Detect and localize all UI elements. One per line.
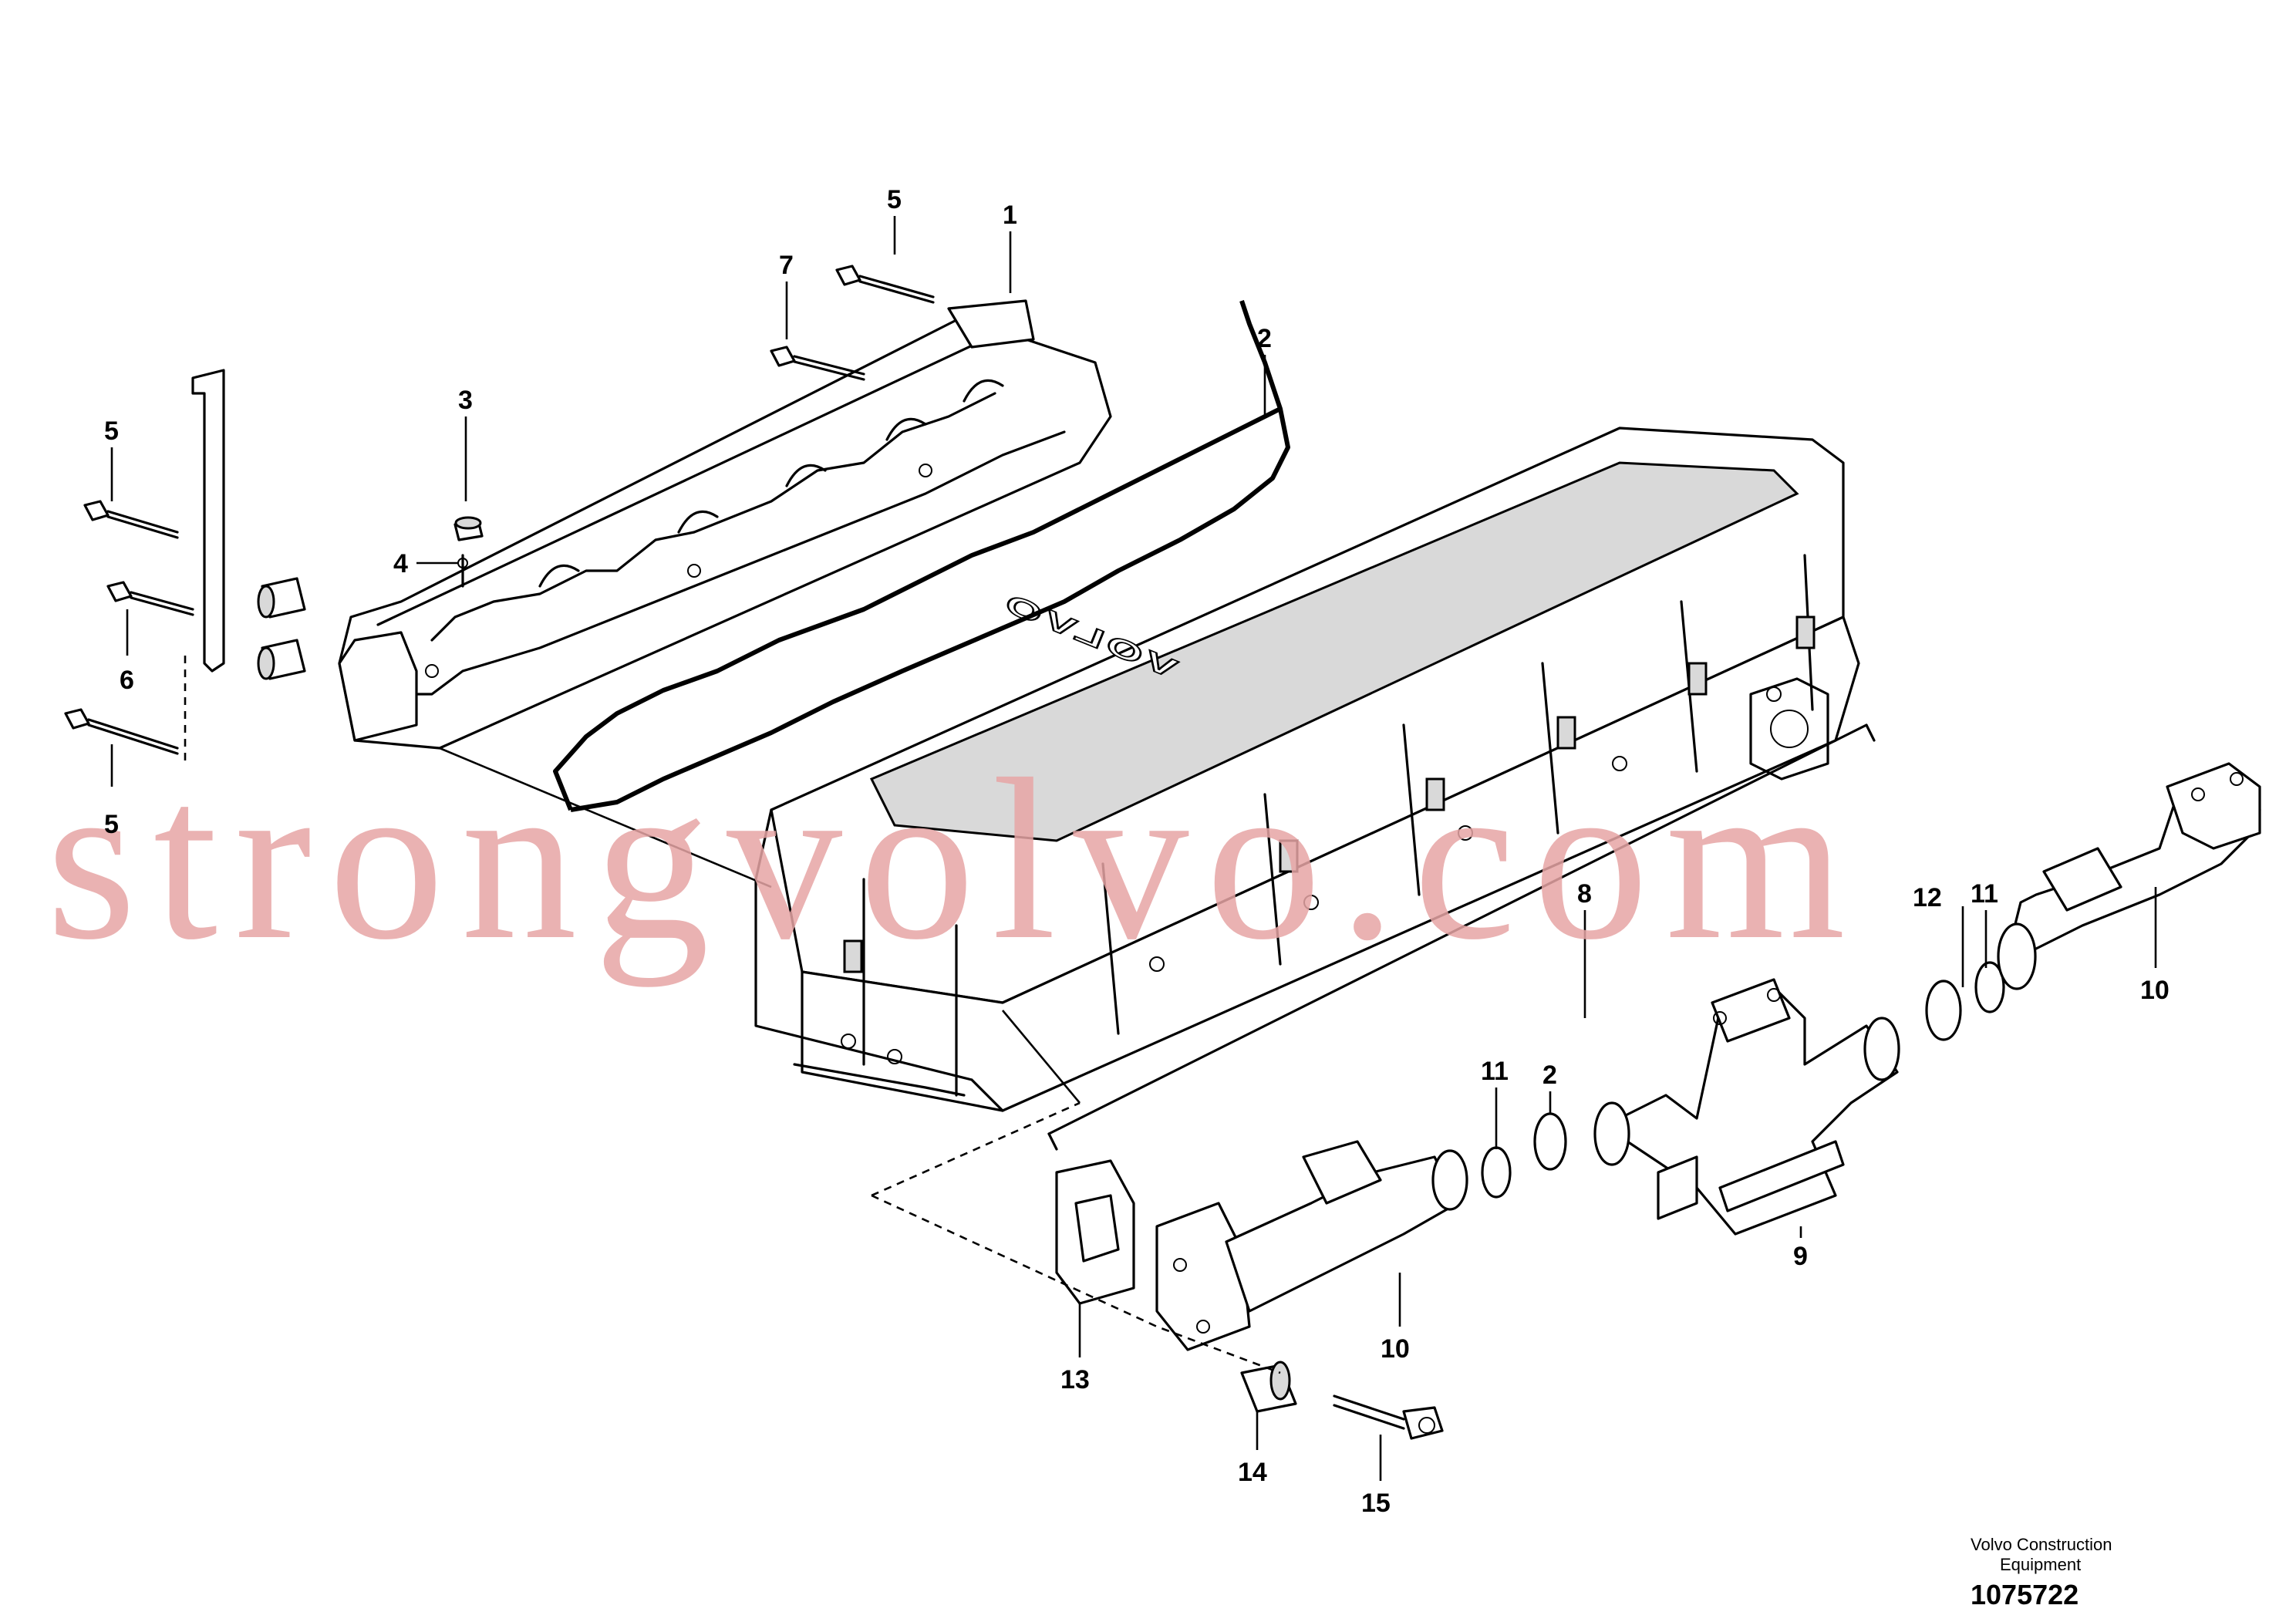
callout-10-front: 10 (1381, 1334, 1410, 1364)
callout-1: 1 (1003, 201, 1017, 230)
callout-11-left: 11 (1481, 1057, 1509, 1086)
callout-12: 12 (1913, 883, 1942, 912)
document-number: 1075722 (1971, 1579, 2079, 1610)
callout-2-ring: 2 (1542, 1061, 1557, 1090)
callout-5-bottom: 5 (104, 810, 119, 839)
callout-5-top: 5 (887, 185, 902, 214)
leader-lines (110, 216, 2157, 1481)
cover-bolts (843, 615, 1816, 973)
callout-5-left: 5 (104, 416, 119, 446)
callout-3: 3 (458, 386, 473, 415)
callout-numbers: 1 2 2 3 4 5 5 5 6 7 8 9 10 10 11 11 12 1… (104, 185, 2170, 1518)
credit-division: Equipment (2000, 1555, 2081, 1574)
callout-8: 8 (1577, 879, 1592, 909)
valve-cover-gasket (553, 300, 1290, 812)
callout-14: 14 (1238, 1458, 1267, 1487)
callout-13: 13 (1060, 1365, 1090, 1394)
callout-15: 15 (1361, 1489, 1391, 1518)
callout-7: 7 (779, 251, 794, 280)
callout-10-rear: 10 (2140, 976, 2170, 1005)
callout-6: 6 (120, 666, 134, 695)
rocker-cover (338, 299, 1112, 750)
callout-9: 9 (1793, 1242, 1808, 1271)
lift-bracket (191, 369, 225, 673)
callout-4: 4 (393, 549, 408, 578)
engine-valve-cover: VOLVO (754, 427, 1860, 1112)
left-bolts (64, 265, 935, 755)
credit-company: Volvo Construction (1971, 1535, 2112, 1554)
credit-block: Volvo Construction Equipment 1075722 (1971, 1535, 2112, 1610)
watermark: strongvolvo.com (46, 731, 1863, 988)
callout-11-right: 11 (1971, 879, 1998, 909)
callout-2-gasket: 2 (1257, 324, 1272, 353)
